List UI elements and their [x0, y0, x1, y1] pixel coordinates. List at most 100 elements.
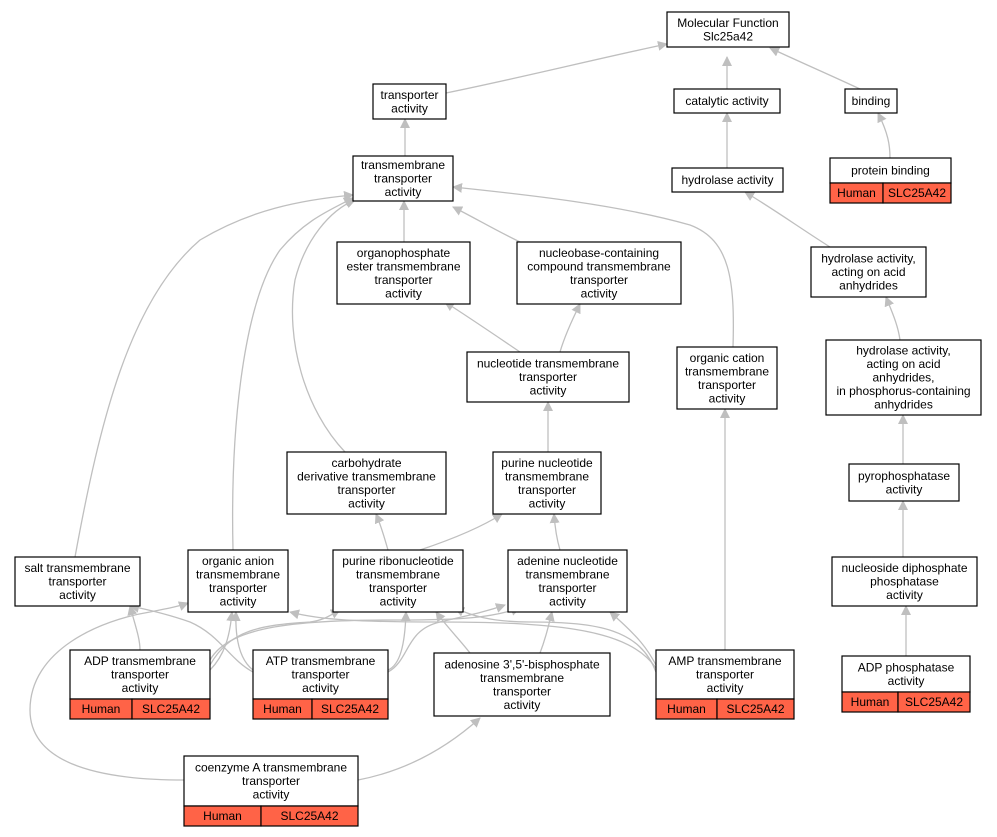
node-label-line: activity	[59, 588, 96, 602]
edge-atp_tm-to-salt_tm	[129, 602, 254, 673]
species-tag: Human	[203, 809, 242, 823]
node-purine_ribo[interactable]: purine ribonucleotidetransmembranetransp…	[332, 549, 464, 613]
node-label-line: organic cation	[690, 351, 765, 365]
node-coa_tm[interactable]: coenzyme A transmembranetransporteractiv…	[183, 755, 359, 827]
edge-hydrolase_phos-to-hydrolase_acid	[884, 296, 901, 341]
node-catalytic[interactable]: catalytic activity	[673, 88, 781, 114]
node-label-line: anhydrides	[839, 279, 898, 293]
node-binding[interactable]: binding	[844, 88, 898, 114]
edge-protein_binding-to-binding	[877, 112, 891, 159]
edges-layer	[29, 40, 911, 781]
edge-amp_tm-to-purine_ribo	[454, 607, 657, 673]
node-label-line: activity	[385, 286, 422, 300]
node-label-line: activity	[886, 482, 923, 496]
edge-nucleotide_tm-to-organophosphate	[444, 301, 521, 353]
node-label-line: activity	[302, 681, 339, 695]
node-nucleoside_diphos[interactable]: nucleoside diphosphatephosphataseactivit…	[831, 556, 978, 607]
gene-tag: SLC25A42	[142, 702, 200, 716]
edge-adenosine_bis-to-purine_ribo	[435, 611, 471, 654]
node-label-line: transporter	[538, 581, 596, 595]
node-label-line: transporter	[242, 774, 300, 788]
node-organic_anion[interactable]: organic aniontransmembranetransporteract…	[187, 549, 289, 613]
edge-purine_ribo-to-purine_nucleotide	[419, 513, 503, 551]
gene-tag: SLC25A42	[905, 695, 963, 709]
node-adp_tm[interactable]: ADP transmembranetransporteractivityHuma…	[69, 649, 211, 720]
node-box	[655, 649, 795, 700]
node-label-line: organophosphate	[357, 246, 451, 260]
node-purine_nucleotide[interactable]: purine nucleotidetransmembranetransporte…	[492, 451, 602, 515]
edge-hydrolase_acid-to-hydrolase	[744, 191, 831, 248]
node-box	[516, 241, 682, 305]
node-label-line: acting on acid	[866, 357, 940, 371]
node-label-line: purine nucleotide	[501, 456, 593, 470]
node-nucleotide_tm[interactable]: nucleotide transmembranetransporteractiv…	[466, 351, 630, 403]
node-label-line: anhydrides,	[872, 371, 934, 385]
species-tag: Human	[837, 186, 876, 200]
node-hydrolase_phos[interactable]: hydrolase activity,acting on acidanhydri…	[825, 339, 982, 416]
node-hydrolase[interactable]: hydrolase activity	[671, 167, 784, 193]
node-label-line: pyrophosphatase	[858, 469, 950, 483]
node-box	[673, 88, 781, 114]
node-label-line: compound transmembrane	[527, 259, 671, 273]
edge-organic_cation-to-tm_transporter	[452, 182, 734, 348]
edge-adenosine_bis-to-adenine_nuc	[539, 611, 555, 654]
node-organic_cation[interactable]: organic cationtransmembranetransporterac…	[676, 346, 778, 410]
node-label-line: coenzyme A transmembrane	[195, 761, 347, 775]
species-tag: Human	[667, 702, 706, 716]
node-label-line: activity	[385, 185, 422, 199]
tag-cell	[260, 805, 359, 827]
node-label-line: transporter	[291, 668, 349, 682]
edge-amp_tm-to-adenine_nuc	[609, 611, 657, 666]
node-box	[848, 463, 960, 502]
node-box	[507, 549, 628, 613]
node-box	[352, 155, 454, 202]
node-atp_tm[interactable]: ATP transmembranetransporteractivityHuma…	[252, 649, 389, 720]
node-box	[433, 652, 611, 717]
node-label-line: AMP transmembrane	[668, 654, 781, 668]
node-box	[187, 549, 289, 613]
node-amp_tm[interactable]: AMP transmembranetransporteractivityHuma…	[655, 649, 795, 720]
node-label-line: transmembrane	[196, 567, 280, 581]
node-adenosine_bis[interactable]: adenosine 3',5'-bisphosphatetransmembran…	[433, 652, 611, 717]
node-label-line: transmembrane	[505, 469, 589, 483]
gene-tag: SLC25A42	[280, 809, 338, 823]
node-label-line: Slc25a42	[703, 29, 753, 43]
node-label-line: activity	[707, 681, 744, 695]
node-label-line: activity	[122, 681, 159, 695]
node-label-line: hydrolase activity,	[856, 344, 950, 358]
node-label-line: catalytic activity	[685, 94, 768, 108]
edge-adp_tm-to-organic_anion	[209, 611, 237, 671]
node-label-line: salt transmembrane	[24, 561, 130, 575]
edge-coa_tm-to-adenosine_bis	[357, 717, 481, 781]
edge-coa_tm-to-organic_anion	[29, 601, 189, 781]
node-label-line: transporter	[519, 370, 577, 384]
edge-nucleotide_tm-to-nucleobase	[559, 303, 581, 353]
node-label-line: activity	[504, 698, 541, 712]
gene-tag: SLC25A42	[726, 702, 784, 716]
node-box	[372, 83, 447, 120]
node-label-line: transporter	[374, 172, 432, 186]
node-label-line: hydrolase activity,	[821, 252, 915, 266]
node-label-line: transmembrane	[525, 567, 609, 581]
tag-cell	[897, 691, 971, 713]
node-label-line: transporter	[369, 581, 427, 595]
node-label-line: activity	[220, 594, 257, 608]
node-box	[671, 167, 784, 193]
edge-adenine_nuc-to-purine_nucleotide	[549, 513, 561, 551]
edge-organic_anion-to-tm_transporter	[232, 197, 354, 551]
node-hydrolase_acid[interactable]: hydrolase activity,acting on acidanhydri…	[810, 246, 927, 298]
node-label-line: ADP transmembrane	[84, 654, 196, 668]
node-box	[14, 556, 141, 607]
node-adenine_nuc[interactable]: adenine nucleotidetransmembranetransport…	[507, 549, 628, 613]
